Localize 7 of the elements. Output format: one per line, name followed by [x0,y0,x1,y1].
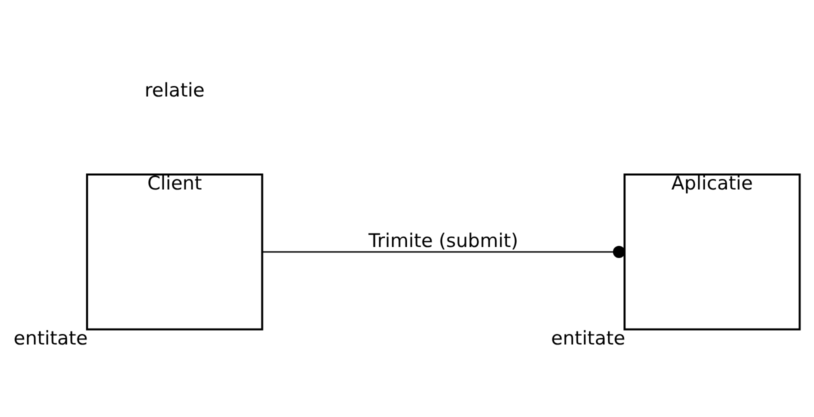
node-label: entitate [551,328,626,350]
connector [262,246,626,258]
node-box: Aplicatie [624,173,801,330]
label: relatie [144,80,205,102]
node-label: entitate [14,328,88,350]
edge-label: Trimite (submit) [368,230,518,252]
node-box: Client [86,173,264,330]
